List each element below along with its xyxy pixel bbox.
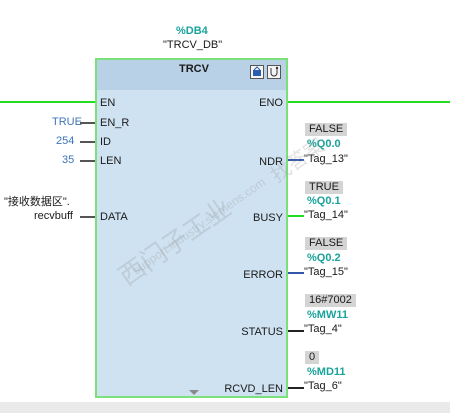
ndr-tag[interactable]: "Tag_13" (304, 153, 348, 165)
pin-eno: ENO (259, 97, 283, 109)
block-title: TRCV (179, 63, 209, 75)
pin-en-r: EN_R (100, 117, 130, 129)
data-operand-line2[interactable]: recvbuff (34, 210, 73, 222)
status-address: %MW11 (307, 309, 348, 321)
id-wire (80, 141, 95, 143)
pin-ndr: NDR (259, 156, 283, 168)
error-wire (288, 272, 304, 274)
busy-monitor-value: TRUE (305, 181, 343, 194)
busy-wire (288, 215, 304, 217)
rcvd-len-address: %MD11 (307, 366, 346, 378)
power-rail-right (288, 101, 450, 103)
pin-len: LEN (100, 155, 122, 167)
error-monitor-value: FALSE (305, 237, 348, 250)
id-value[interactable]: 254 (56, 135, 75, 147)
pin-en: EN (100, 97, 116, 109)
expand-arrow-icon[interactable] (189, 390, 199, 396)
error-tag[interactable]: "Tag_15" (304, 266, 348, 278)
status-wire (288, 330, 304, 332)
pin-busy: BUSY (253, 212, 283, 224)
rcvd-len-tag[interactable]: "Tag_6" (304, 380, 342, 392)
data-operand-line1[interactable]: "接收数据区". (4, 196, 70, 208)
pin-data: DATA (100, 211, 128, 223)
rcvd-len-wire (288, 387, 304, 389)
len-wire (80, 160, 95, 162)
len-value[interactable]: 35 (62, 154, 75, 166)
block-info-icon[interactable] (250, 65, 264, 79)
power-rail-left (0, 101, 95, 103)
pin-error: ERROR (243, 269, 283, 281)
db-label: "TRCV_DB" (163, 39, 223, 51)
error-address: %Q0.2 (307, 252, 341, 264)
db-number: %DB4 (176, 25, 208, 37)
trcv-block[interactable]: TRCV EN EN_R ID LEN DATA ENO NDR BUSY ER… (95, 58, 288, 398)
ndr-wire (288, 159, 304, 161)
busy-tag[interactable]: "Tag_14" (304, 209, 348, 221)
pin-id: ID (100, 136, 111, 148)
pin-rcvd-len: RCVD_LEN (224, 383, 283, 395)
busy-address: %Q0.1 (307, 195, 341, 207)
status-tag[interactable]: "Tag_4" (304, 323, 342, 335)
rcvd-len-monitor-value: 0 (305, 351, 320, 364)
pin-status: STATUS (241, 326, 283, 338)
ndr-address: %Q0.0 (307, 138, 341, 150)
block-diagnostic-icon[interactable] (267, 65, 281, 79)
status-monitor-value: 16#7002 (305, 294, 356, 307)
en-r-wire (80, 122, 95, 124)
data-wire (80, 216, 95, 218)
bottom-scrollbar[interactable] (0, 402, 450, 413)
ndr-monitor-value: FALSE (305, 123, 348, 136)
en-r-value[interactable]: TRUE (52, 116, 82, 128)
